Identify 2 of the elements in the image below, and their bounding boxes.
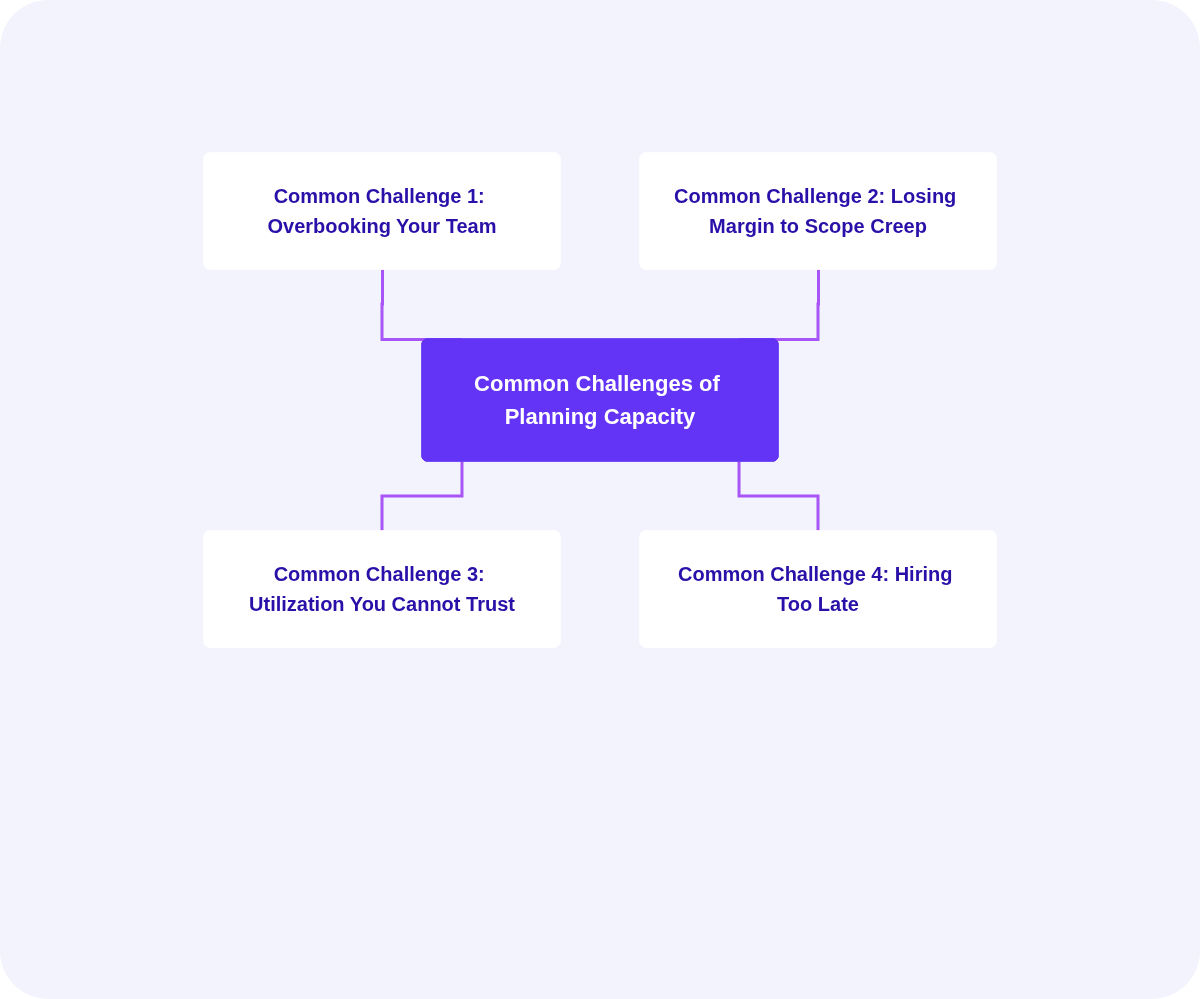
connector bbox=[737, 461, 820, 533]
connector bbox=[380, 461, 464, 533]
